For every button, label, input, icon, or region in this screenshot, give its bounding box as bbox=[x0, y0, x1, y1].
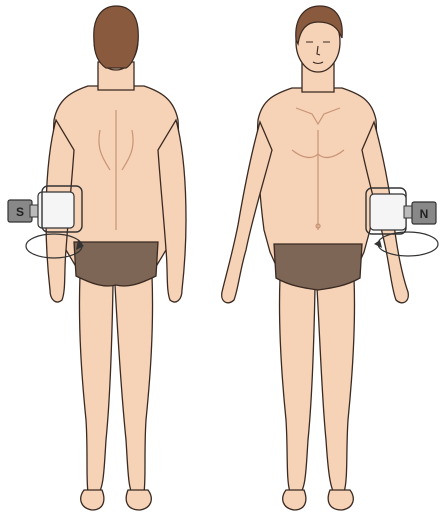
magnet-pole-label-n: N bbox=[420, 207, 429, 221]
front-right-foot bbox=[328, 490, 353, 510]
magnet-pole-label-s: S bbox=[16, 205, 24, 219]
back-right-foot bbox=[126, 490, 151, 510]
magnet-device-front: N bbox=[366, 188, 438, 256]
back-hair bbox=[94, 6, 139, 68]
front-torso bbox=[257, 88, 376, 270]
magnet-head bbox=[38, 192, 74, 228]
figure-back-view bbox=[46, 6, 186, 510]
rotation-arrowhead bbox=[374, 240, 382, 248]
front-left-leg bbox=[279, 278, 315, 496]
back-left-foot bbox=[81, 490, 104, 510]
back-right-leg bbox=[115, 275, 153, 497]
front-briefs bbox=[274, 244, 362, 290]
front-left-foot bbox=[283, 490, 306, 510]
back-briefs bbox=[74, 242, 158, 286]
back-left-leg bbox=[79, 275, 113, 497]
front-right-leg bbox=[317, 278, 355, 496]
magnet-head bbox=[370, 194, 406, 230]
figure-front-view bbox=[222, 6, 409, 510]
